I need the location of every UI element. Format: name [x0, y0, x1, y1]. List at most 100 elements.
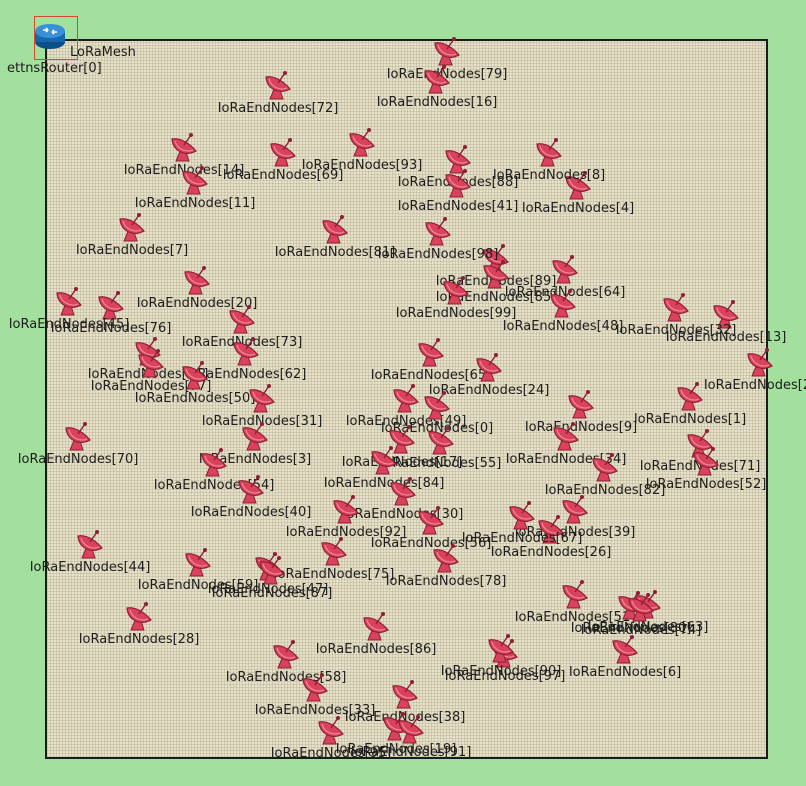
antenna-dish-icon	[425, 217, 451, 246]
end-node-label: IoRaEndNodes[86]	[315, 642, 437, 657]
antenna-dish-icon	[713, 300, 739, 329]
antenna-dish-icon	[333, 495, 359, 524]
antenna-dish-icon	[171, 133, 197, 162]
antenna-dish-icon	[77, 530, 103, 559]
antenna-dish-icon	[229, 305, 255, 334]
antenna-dish-icon	[184, 266, 210, 295]
end-node-label: IoRaEndNodes[55]	[380, 456, 502, 471]
end-node-label: IoRaEndNodes[76]	[50, 321, 172, 336]
end-node-label: IoRaEndNodes[72]	[217, 101, 339, 116]
end-node-label: IoRaEndNodes[6]	[568, 665, 682, 680]
antenna-dish-icon	[592, 453, 618, 482]
end-node-label: IoRaEndNodes[98]	[377, 247, 499, 262]
antenna-dish-icon	[126, 602, 152, 631]
antenna-dish-icon	[322, 215, 348, 244]
gateway-label: LoRaMesh	[70, 45, 136, 60]
antenna-dish-icon	[65, 422, 91, 451]
end-node-label: IoRaEndNodes[19]	[335, 742, 457, 757]
antenna-dish-icon	[390, 477, 416, 506]
end-node-label: IoRaEndNodes[9]	[524, 420, 638, 435]
end-node-label: IoRaEndNodes[11]	[134, 196, 256, 211]
end-node-label: IoRaEndNodes[69]	[222, 168, 344, 183]
antenna-dish-icon	[663, 293, 689, 322]
antenna-dish-icon	[562, 495, 588, 524]
end-node-label: IoRaEndNodes[45]	[8, 317, 130, 332]
end-node-label: IoRaEndNodes[8]	[492, 168, 606, 183]
antenna-dish-icon	[565, 171, 591, 200]
end-node-label: IoRaEndNodes[7]	[75, 243, 189, 258]
end-node-label: IoRaEndNodes[31]	[201, 414, 323, 429]
antenna-dish-icon	[182, 361, 208, 390]
antenna-dish-icon	[424, 391, 450, 420]
antenna-dish-icon	[562, 580, 588, 609]
antenna-dish-icon	[238, 475, 264, 504]
antenna-dish-icon	[398, 715, 424, 744]
end-node-label: IoRaEndNodes[93]	[301, 158, 423, 173]
end-node-label: IoRaEndNodes[80]	[570, 621, 692, 636]
end-node-label: IoRaEndNodes[58]	[225, 670, 347, 685]
end-node-label: IoRaEndNodes[81]	[274, 245, 396, 260]
end-node-label: IoRaEndNodes[1]	[633, 412, 747, 427]
antenna-dish-icon	[389, 425, 415, 454]
end-node-label: IoRaEndNodes[74]	[580, 623, 702, 638]
antenna-dish-icon	[363, 612, 389, 641]
antenna-dish-icon	[612, 635, 638, 664]
antenna-dish-icon	[321, 537, 347, 566]
antenna-dish-icon	[56, 287, 82, 316]
gateway-label-2: ettnsRouter[0]	[7, 61, 102, 76]
end-node-label: IoRaEndNodes[95]	[270, 746, 392, 761]
end-node-label: IoRaEndNodes[41]	[397, 199, 519, 214]
end-node-label: IoRaEndNodes[28]	[78, 632, 200, 647]
end-node-label: IoRaEndNodes[4]	[521, 201, 635, 216]
end-node-label: IoRaEndNodes[79]	[386, 67, 508, 82]
end-node-label: IoRaEndNodes[17]	[341, 455, 463, 470]
end-node-label: IoRaEndNodes[65]	[370, 368, 492, 383]
antenna-dish-icon	[550, 289, 576, 318]
antenna-dish-icon	[138, 349, 164, 378]
antenna-dish-icon	[185, 548, 211, 577]
end-node-label: IoRaEndNodes[3]	[198, 452, 312, 467]
end-node-label: IoRaEndNodes[48]	[502, 319, 624, 334]
end-node-label: IoRaEndNodes[33]	[254, 703, 376, 718]
end-node-label: IoRaEndNodes[92]	[285, 525, 407, 540]
end-node-label: IoRaEndNodes[32]	[615, 323, 737, 338]
end-node-label: IoRaEndNodes[91]	[350, 745, 472, 760]
end-node-label: IoRaEndNodes[90]	[440, 664, 562, 679]
end-node-label: IoRaEndNodes[70]	[17, 452, 139, 467]
antenna-dish-icon	[273, 640, 299, 669]
antenna-dish-icon	[371, 446, 397, 475]
end-node-label: IoRaEndNodes[63]	[587, 620, 709, 635]
end-node-label: IoRaEndNodes[75]	[273, 567, 395, 582]
end-node-label: IoRaEndNodes[97]	[444, 669, 566, 684]
end-node-label: IoRaEndNodes[20]	[136, 296, 258, 311]
antenna-dish-icon	[302, 673, 328, 702]
antenna-dish-icon	[265, 71, 291, 100]
antenna-dish-icon	[242, 422, 268, 451]
end-node-label: IoRaEndNodes[44]	[29, 560, 151, 575]
end-node-label: IoRaEndNodes[51]	[514, 610, 636, 625]
end-node-label: IoRaEndNodes[64]	[504, 285, 626, 300]
antenna-dish-icon	[445, 169, 471, 198]
end-node-label: IoRaEndNodes[38]	[344, 710, 466, 725]
end-node-label: IoRaEndNodes[40]	[190, 505, 312, 520]
antenna-dish-icon	[233, 337, 259, 366]
antenna-dish-icon	[628, 593, 654, 622]
antenna-dish-icon	[476, 353, 502, 382]
selection-frame	[34, 16, 78, 60]
antenna-dish-icon	[201, 448, 227, 477]
end-node-label: IoRaEndNodes[26]	[490, 545, 612, 560]
antenna-dish-icon	[182, 166, 208, 195]
end-node-label: IoRaEndNodes[87]	[211, 586, 333, 601]
antenna-dish-icon	[433, 544, 459, 573]
antenna-dish-icon	[424, 65, 450, 94]
end-node-label: IoRaEndNodes[47]	[207, 582, 329, 597]
end-node-label: IoRaEndNodes[13]	[665, 330, 787, 345]
antenna-dish-icon	[538, 515, 564, 544]
end-node-label: IoRaEndNodes[50]	[134, 391, 256, 406]
end-node-label: IoRaEndNodes[73]	[181, 335, 303, 350]
end-node-label: IoRaEndNodes[2]	[703, 378, 806, 393]
gateway-router[interactable]: LoRaMesh ettnsRouter[0]	[7, 16, 136, 75]
end-node-label: IoRaEndNodes[62]	[185, 367, 307, 382]
antenna-dish-icon	[434, 37, 460, 66]
antenna-dish-icon	[249, 384, 275, 413]
